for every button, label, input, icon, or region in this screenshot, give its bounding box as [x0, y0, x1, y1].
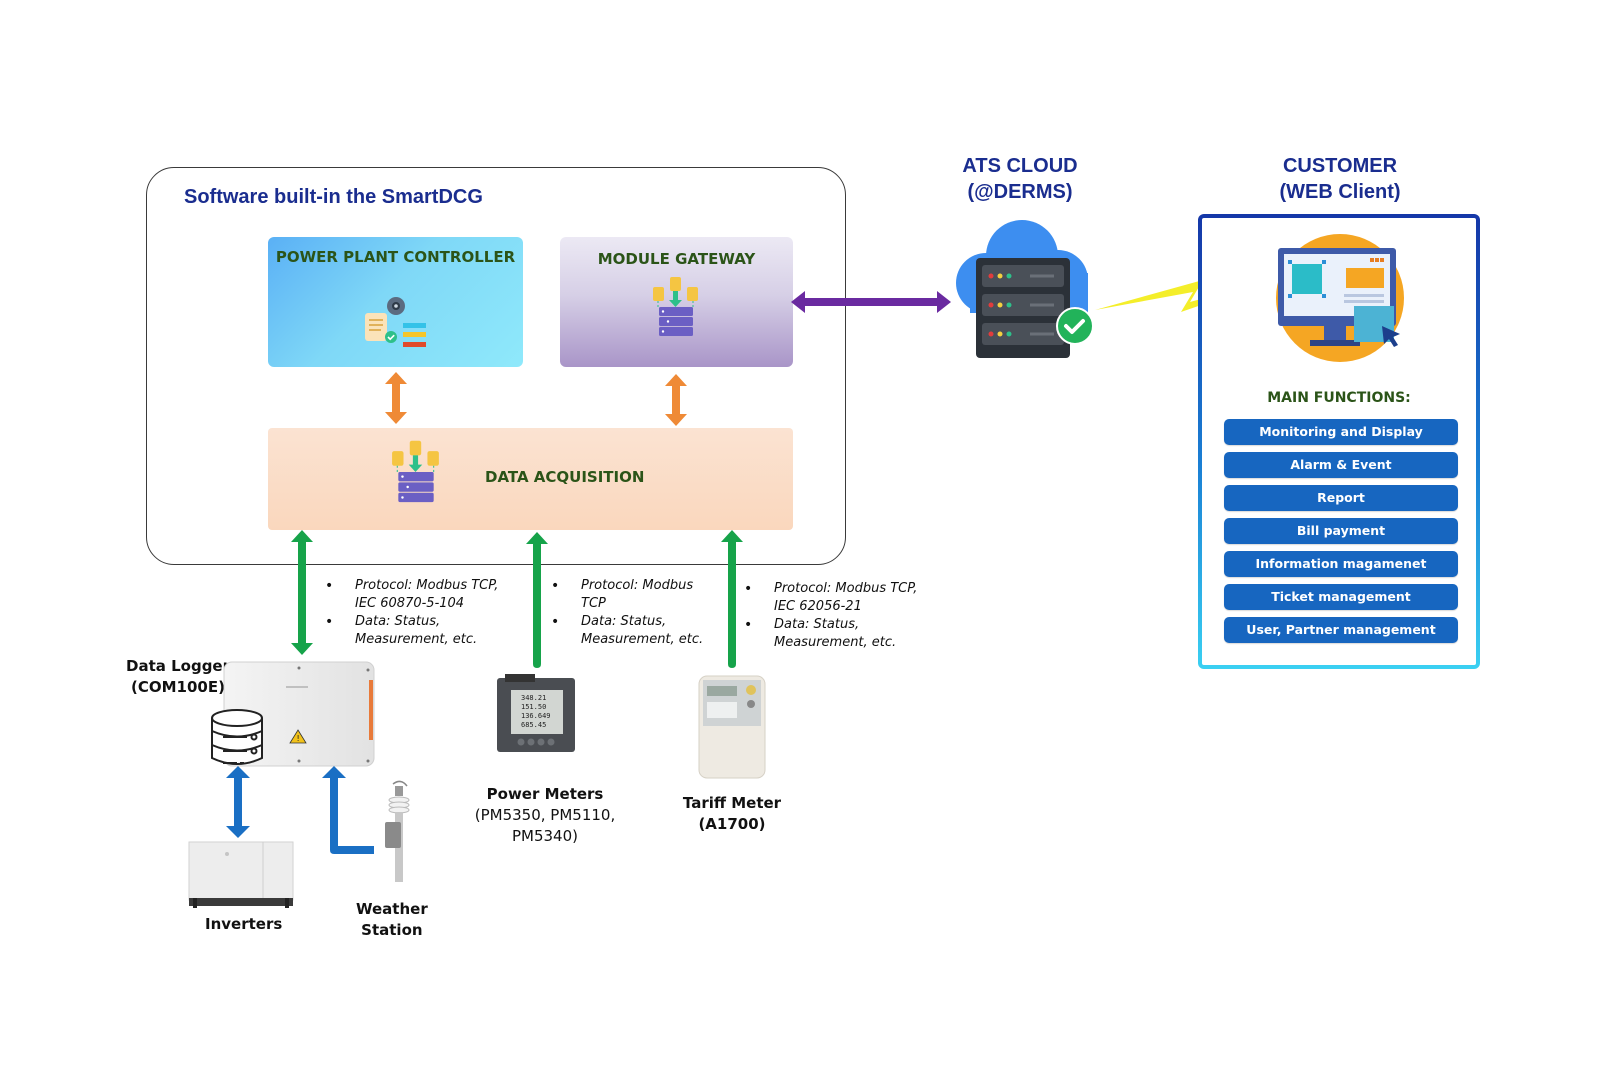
weather-logger-arrow: [322, 766, 374, 854]
function-bill-payment[interactable]: Bill payment: [1224, 518, 1458, 544]
data-item: Data: Status,Measurement, etc.: [744, 616, 944, 652]
function-monitoring-and-display[interactable]: Monitoring and Display: [1224, 419, 1458, 445]
protocol-item: Protocol: Modbus TCP,IEC 60870-5-104: [325, 577, 525, 613]
weather-station-label-line2: Station: [361, 921, 423, 939]
inverters-label: Inverters: [205, 915, 283, 933]
function-user-partner-management[interactable]: User, Partner management: [1224, 617, 1458, 643]
wireless-lightning-link: [1095, 276, 1285, 312]
module-gateway-label: MODULE GATEWAY: [597, 250, 756, 268]
mg-da-arrow: [665, 374, 687, 426]
cloud-title-line1: ATS CLOUD: [962, 155, 1078, 177]
power-meters-label-line1: Power Meters: [486, 785, 604, 803]
data-logger-label: Data Logger (COM100E): [126, 656, 230, 698]
weather-station-device: [385, 780, 410, 882]
server-data-collect-icon: [392, 440, 439, 503]
protocol-note-tariffmeter: Protocol: Modbus TCP,IEC 62056-21 Data: …: [744, 580, 944, 652]
cloud-title-line2: (@DERMS): [967, 181, 1073, 203]
customer-title-line1: CUSTOMER: [1282, 155, 1398, 177]
function-alarm-and-event[interactable]: Alarm & Event: [1224, 452, 1458, 478]
web-monitor-icon: [1276, 234, 1404, 362]
meter-reading: 136.649: [521, 712, 551, 720]
power-plant-controller-box: POWER PLANT CONTROLLER: [268, 237, 523, 367]
meter-reading: 348.21: [521, 694, 546, 702]
software-box-title: Software built-in the SmartDCG: [184, 186, 483, 208]
cloud-server-check-icon: [956, 220, 1094, 358]
module-gateway-box: MODULE GATEWAY: [560, 237, 793, 367]
tariff-meter-device: [698, 675, 766, 779]
data-logger-name: Data Logger: [126, 657, 230, 675]
database-icon: [211, 709, 263, 765]
datalogger-da-arrow: [291, 530, 313, 655]
config-document-gear-icon: [365, 297, 426, 347]
tariff-meter-label-line2: (A1700): [698, 815, 766, 833]
meter-reading: 685.45: [521, 721, 546, 729]
function-report[interactable]: Report: [1224, 485, 1458, 511]
power-meters-label-line3: PM5340): [511, 827, 578, 845]
weather-station-label: Weather Station: [356, 899, 428, 941]
data-acquisition-label: DATA ACQUISITION: [485, 468, 645, 486]
tariff-meter-label-line1: Tariff Meter: [682, 794, 782, 812]
protocol-item: Protocol: Modbus TCP,IEC 62056-21: [744, 580, 944, 616]
customer-title: CUSTOMER (WEB Client): [1255, 153, 1425, 205]
power-meters-label: Power Meters (PM5350, PM5110, PM5340): [470, 784, 620, 847]
power-plant-controller-label: POWER PLANT CONTROLLER: [275, 248, 516, 266]
customer-title-line2: (WEB Client): [1279, 181, 1401, 203]
weather-station-label-line1: Weather: [356, 900, 428, 918]
tariffmeter-da-arrow: [721, 530, 743, 668]
function-information-management[interactable]: Information magamenet: [1224, 551, 1458, 577]
gateway-cloud-arrow: [791, 291, 951, 313]
data-item: Data: Status,Measurement, etc.: [551, 613, 721, 649]
smartdcg-software-frame: [146, 167, 846, 565]
function-ticket-management[interactable]: Ticket management: [1224, 584, 1458, 610]
data-item: Data: Status,Measurement, etc.: [325, 613, 525, 649]
inverter-device: [188, 841, 294, 908]
ppc-da-arrow: [385, 372, 407, 424]
data-acquisition-box: DATA ACQUISITION: [268, 428, 793, 530]
power-meters-label-line2: (PM5350, PM5110,: [474, 806, 616, 824]
cloud-title: ATS CLOUD (@DERMS): [940, 153, 1100, 205]
server-data-collect-icon: [653, 277, 698, 336]
protocol-note-datalogger: Protocol: Modbus TCP,IEC 60870-5-104 Dat…: [325, 577, 525, 649]
data-logger-model: (COM100E): [131, 678, 225, 696]
logger-inverter-arrow: [226, 766, 250, 838]
meter-reading: 151.50: [521, 703, 546, 711]
svg-text:!: !: [297, 734, 300, 743]
powermeter-da-arrow: [526, 532, 548, 668]
power-meter-device: 348.21 151.50 136.649 685.45: [497, 674, 575, 752]
tariff-meter-label: Tariff Meter (A1700): [682, 793, 782, 835]
main-functions-title: MAIN FUNCTIONS:: [1267, 390, 1411, 406]
